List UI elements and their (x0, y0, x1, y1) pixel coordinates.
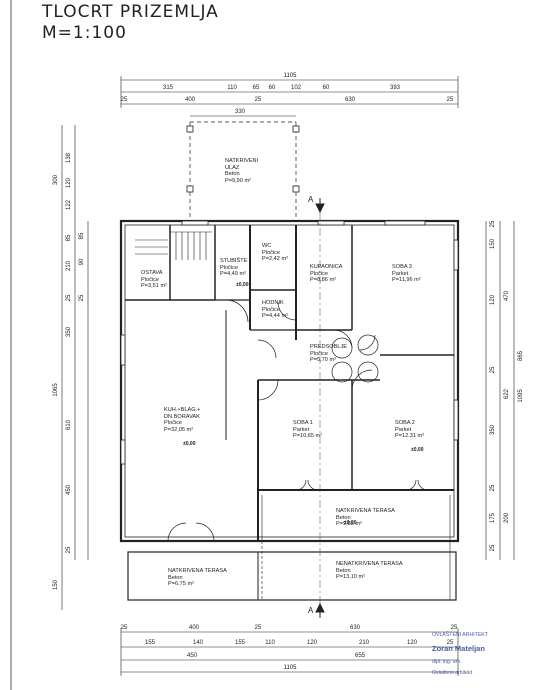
dim-right: 865 (518, 350, 524, 362)
dim-left: 25 (66, 294, 72, 302)
windows (120, 220, 459, 465)
dim-right: 1095 (518, 389, 524, 403)
dim-left: 25 (79, 294, 85, 302)
walls (119, 219, 460, 601)
dim-right: 350 (490, 424, 496, 436)
dim-left: 210 (66, 260, 72, 272)
dim-left: 85 (66, 234, 72, 242)
dim-top: 315 (162, 85, 174, 91)
dim-top: 102 (290, 85, 302, 91)
dim-bottom: 140 (192, 640, 204, 646)
dim-bottom: 25 (120, 625, 128, 631)
dim-top: 65 (252, 85, 260, 91)
dim-left: 25 (66, 546, 72, 554)
dim-bottom: 25 (446, 640, 454, 646)
level-mark: ±0,00 (411, 447, 424, 453)
dim-bottom-total: 1105 (283, 665, 297, 671)
dim-right: 25 (490, 484, 496, 492)
level-mark: ±0,00 (183, 441, 196, 447)
doors (167, 299, 429, 542)
dim-left: 450 (66, 484, 72, 496)
dim-bottom: 155 (144, 640, 156, 646)
dim-left: 122 (66, 199, 72, 211)
dim-top: 110 (227, 85, 237, 91)
dim-right: 200 (504, 512, 510, 524)
dimension-lines (61, 76, 515, 676)
dim-bottom: 210 (358, 640, 370, 646)
dim-bottom: 655 (354, 653, 366, 659)
dim-bottom: 25 (254, 625, 262, 631)
drawing-title: TLOCRT PRIZEMLJA (42, 2, 219, 22)
dim-top: 393 (389, 85, 401, 91)
dim-bottom: 630 (349, 625, 361, 631)
architect-stamp: OVLAŠTENI ARHITEKT Zoran Mateljan dipl. … (432, 632, 488, 676)
dim-left: 1065 (53, 383, 59, 397)
dim-top: 25 (446, 97, 454, 103)
dim-bottom: 110 (265, 640, 275, 646)
dim-left: 85 (79, 232, 85, 240)
dim-bottom: 25 (450, 625, 458, 631)
dim-right: 175 (490, 512, 496, 524)
dim-left: 138 (66, 152, 72, 164)
entry-canopy (189, 121, 297, 221)
dim-left: 300 (53, 174, 59, 186)
dim-entry: 330 (234, 109, 246, 115)
dim-bottom: 120 (406, 640, 418, 646)
dim-top: 400 (184, 97, 196, 103)
dim-top: 60 (322, 85, 330, 91)
dim-bottom: 155 (234, 640, 246, 646)
dim-left: 120 (66, 177, 72, 189)
dim-right: 622 (504, 388, 510, 400)
level-mark: ±0,00 (236, 282, 249, 288)
dim-right: 25 (490, 366, 496, 374)
section-label-bottom: A (308, 606, 314, 615)
dim-top: 25 (254, 97, 262, 103)
dim-right: 25 (490, 220, 496, 228)
staircase (135, 231, 212, 260)
dim-bottom: 120 (306, 640, 318, 646)
dim-bottom: 400 (188, 625, 200, 631)
dim-right: 120 (490, 294, 496, 306)
dim-left: 150 (53, 579, 59, 591)
dim-right: 470 (504, 290, 510, 302)
dim-left: 350 (66, 326, 72, 338)
dim-bottom: 450 (186, 653, 198, 659)
dim-right: 150 (490, 238, 496, 250)
dim-left: 90 (79, 258, 85, 266)
section-label-top: A (308, 195, 314, 204)
dim-right: 25 (490, 544, 496, 552)
dim-top-total: 1105 (283, 73, 297, 79)
dim-top: 60 (268, 85, 276, 91)
dim-top: 630 (344, 97, 356, 103)
level-mark: ±0,00 (344, 520, 357, 526)
drawing-scale: M=1:100 (42, 23, 127, 43)
dim-left: 610 (66, 419, 72, 431)
section-markers (315, 198, 325, 618)
dim-top: 25 (120, 97, 128, 103)
